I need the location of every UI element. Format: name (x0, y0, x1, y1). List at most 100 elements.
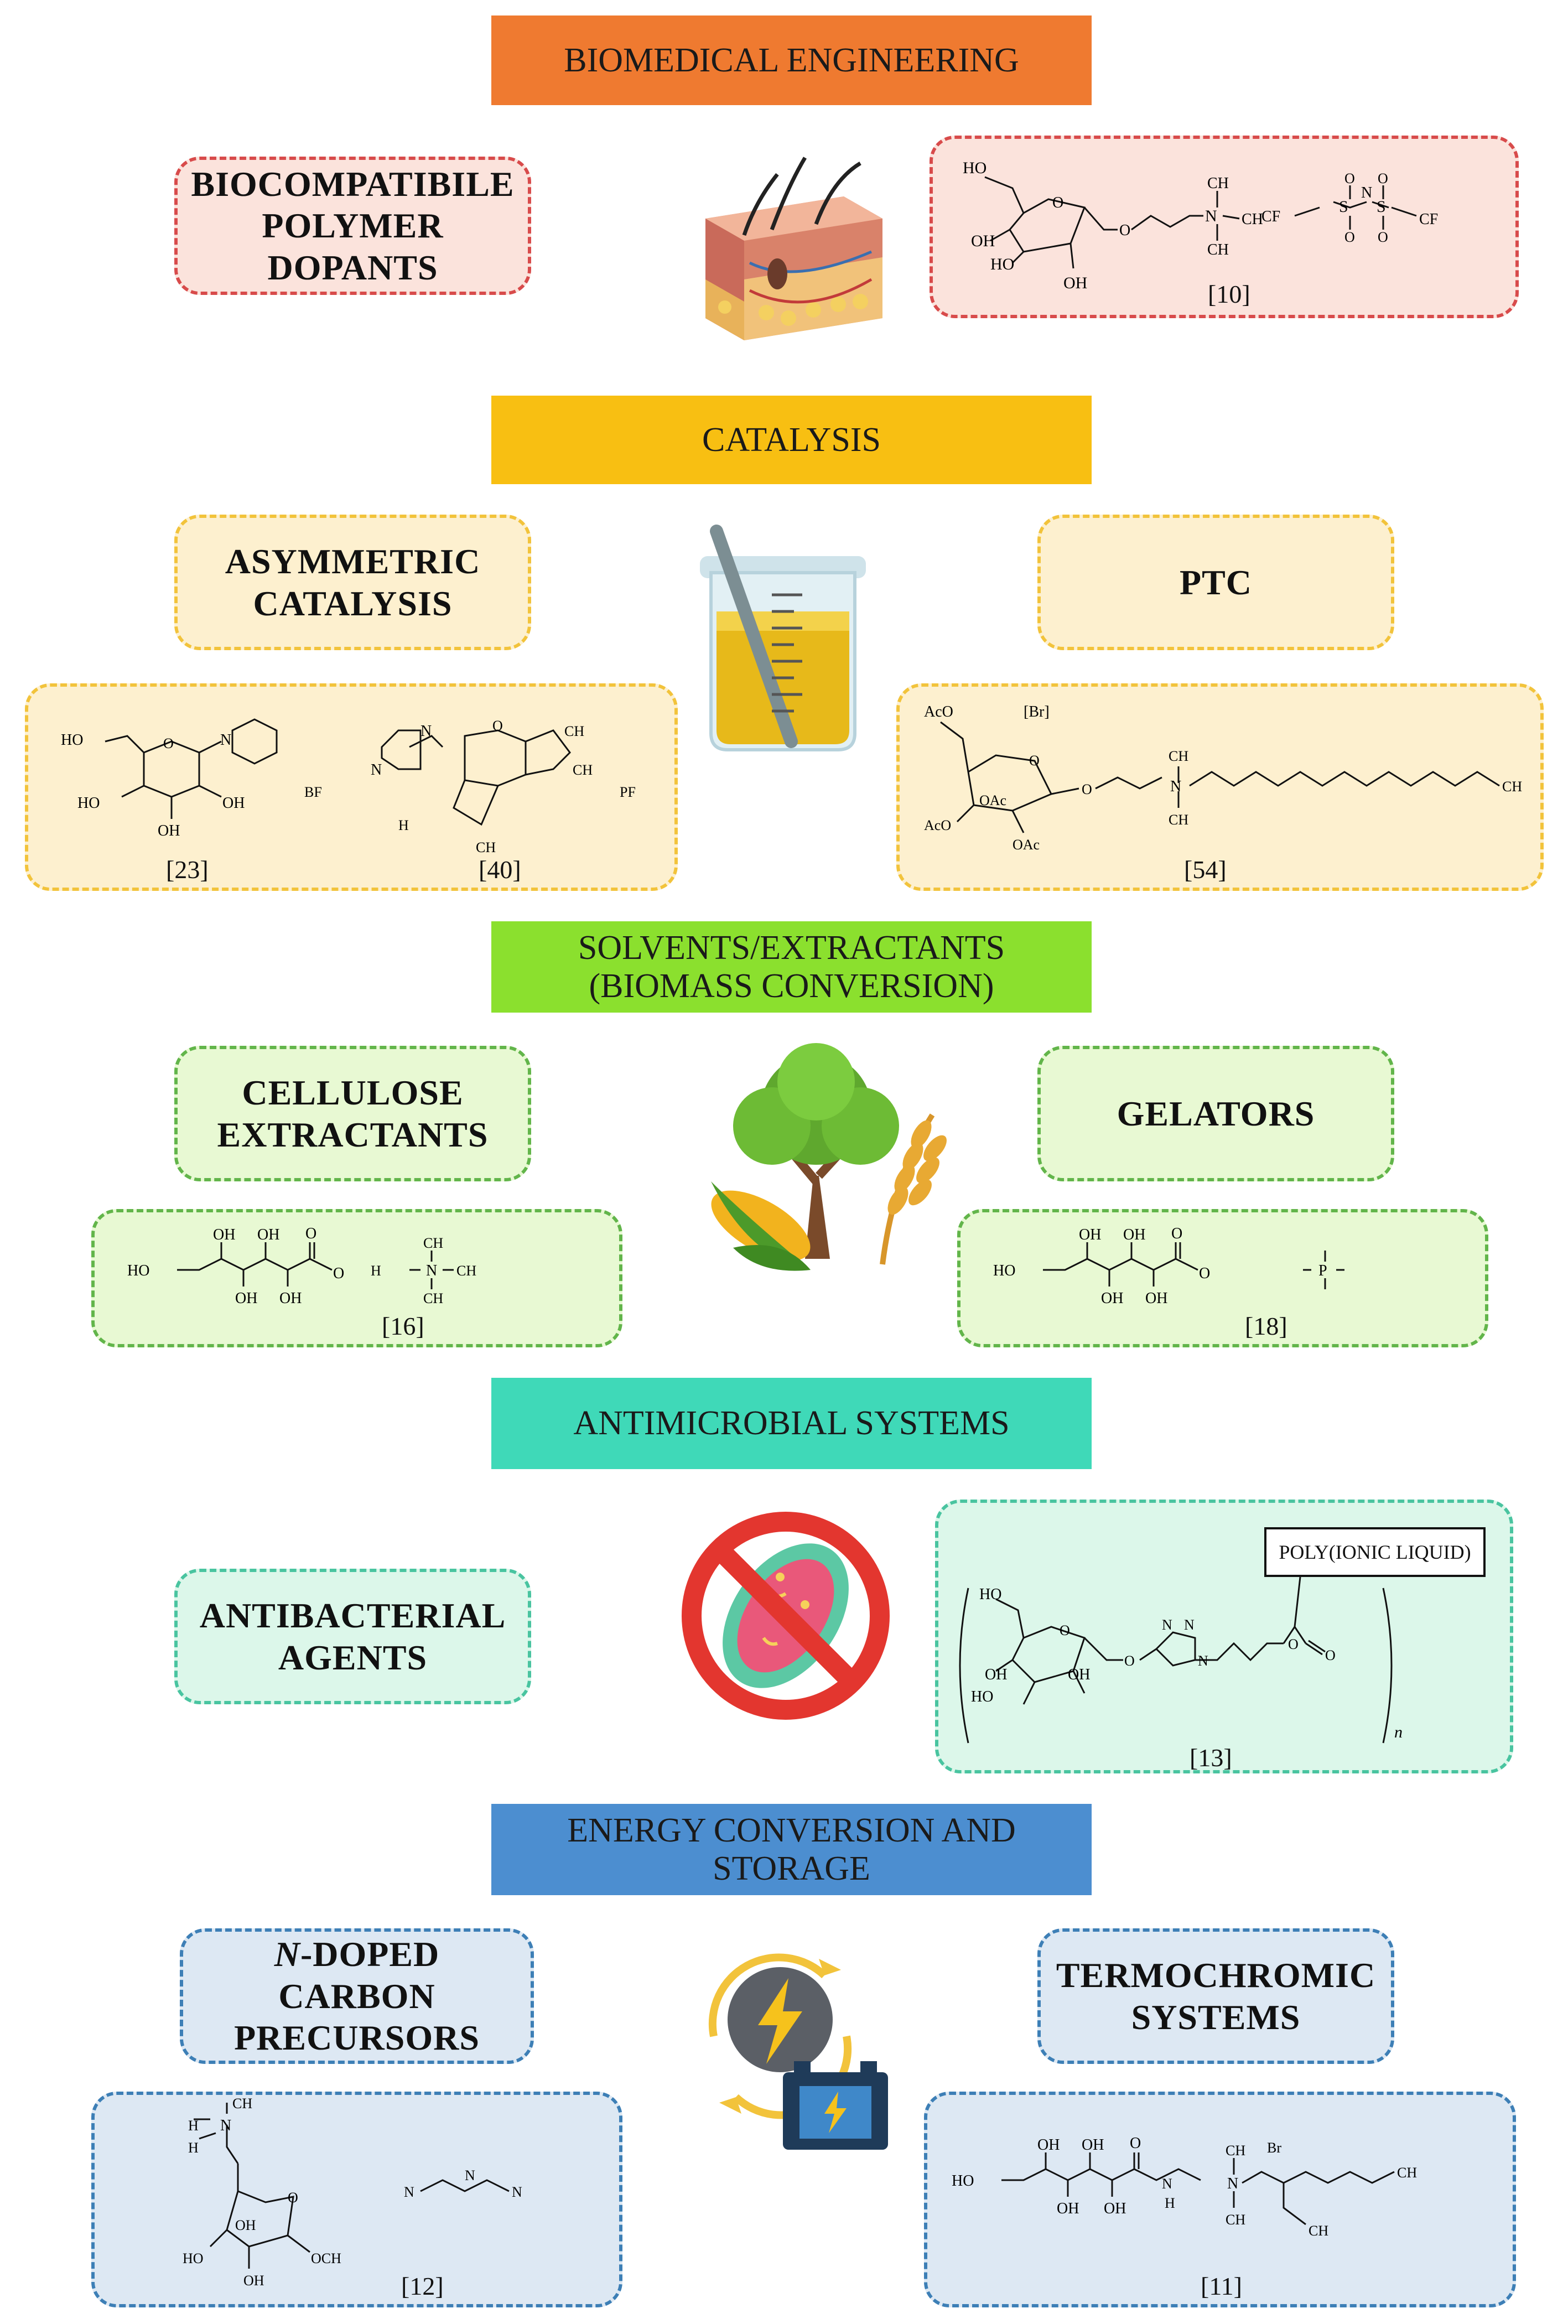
chem-label: OH (1104, 2200, 1126, 2217)
chem-label: OH (1082, 2136, 1104, 2154)
ref-10: [10] (1208, 280, 1250, 308)
structure-acetylated-glycoside-ammonium: AcO [Br] O OAc AcO OAc O N CH CH CH (924, 703, 1522, 853)
chem-label: CH (1169, 812, 1188, 828)
chem-label: H (188, 2118, 199, 2134)
ref-12: [12] (401, 2272, 444, 2300)
chem-label: O (1378, 170, 1388, 186)
chem-label: n (1394, 1723, 1403, 1741)
chem-label: OH (213, 1226, 235, 1243)
chem-label: OH (158, 822, 180, 839)
banner-biomedical-text: BIOMEDICAL ENGINEERING (564, 41, 1019, 79)
chem-label: O (1325, 1647, 1336, 1663)
chem-label: O (492, 718, 503, 734)
chem-label: OH (257, 1226, 279, 1243)
chem-label: OH (243, 2273, 264, 2289)
chem-label: OH (1079, 1226, 1101, 1243)
banner-line: SOLVENTS/EXTRACTANTS (578, 929, 1005, 967)
chem-label: OH (1145, 1290, 1167, 1307)
chem-label: N (1205, 207, 1217, 225)
banner-solvents-extractants: SOLVENTS/EXTRACTANTS (BIOMASS CONVERSION… (491, 921, 1092, 1013)
chem-label: HO (952, 2172, 974, 2190)
chem-label: O (1344, 229, 1355, 245)
antibacterial-agents-box: ANTIBACTERIAL AGENTS (174, 1569, 531, 1704)
chem-label: O (1124, 1653, 1135, 1669)
n-doped-carbon-precursors-box: N-DOPED CARBON PRECURSORS (180, 1928, 534, 2064)
banner-energy-conversion: ENERGY CONVERSION AND STORAGE (491, 1804, 1092, 1895)
chem-label: N (220, 2117, 231, 2134)
ref-54: [54] (1184, 855, 1227, 884)
chem-label: N (1184, 1617, 1195, 1633)
chem-label: HO (990, 255, 1014, 273)
label-line: CATALYSIS (253, 583, 453, 623)
cellulose-extractants-box: CELLULOSE EXTRACTANTS (174, 1046, 531, 1181)
label-line: EXTRACTANTS (217, 1114, 489, 1154)
chem-label: OH (1057, 2200, 1079, 2217)
structure-box-54 (896, 683, 1544, 891)
banner-line: ENERGY CONVERSION AND (567, 1812, 1016, 1850)
structure-box-11 (924, 2092, 1516, 2307)
chem-label: N (404, 2184, 414, 2200)
skin-icon (705, 157, 882, 340)
chem-label: OH (1068, 1666, 1090, 1683)
banner-biomedical-engineering: BIOMEDICAL ENGINEERING (491, 15, 1092, 105)
no-bacteria-icon (682, 1512, 890, 1720)
chem-label: O (1344, 170, 1355, 186)
label-line: DOPANTS (267, 247, 438, 287)
chem-label: N (1227, 2175, 1238, 2192)
structure-box-23-40 (25, 683, 678, 891)
chem-label: H (398, 817, 409, 833)
chem-label: N (1162, 1617, 1172, 1633)
chem-label: O (333, 1265, 344, 1282)
chem-label: H (1165, 2195, 1175, 2211)
label-line: AGENTS (278, 1637, 428, 1677)
chem-label: CH (456, 1263, 476, 1279)
structure-glycoside-ammonium-ntf2: HO O OH HO OH O N CH CH CH CF S N S O O … (963, 159, 1438, 292)
structure-box-10 (930, 136, 1519, 318)
label-line: BIOCOMPATIBILE (191, 164, 515, 204)
chem-label: O (1199, 1265, 1210, 1282)
chem-label: OH (971, 232, 995, 250)
tree-corn-wheat-icon (711, 1043, 947, 1271)
chem-label: CH (1502, 779, 1522, 795)
chem-label: O (1378, 229, 1388, 245)
structure-box-16 (91, 1209, 622, 1347)
chem-label: CH (1242, 211, 1263, 228)
chem-label: CH (573, 762, 593, 778)
chem-label: HO (77, 795, 100, 812)
chem-label: O (1171, 1225, 1182, 1242)
chem-label: OH (1101, 1290, 1123, 1307)
chem-label: OH (235, 1290, 257, 1307)
label-line: N-DOPED (274, 1933, 440, 1975)
chem-label: BF (304, 784, 322, 800)
chem-label: CH (1226, 2212, 1245, 2228)
banner-line: STORAGE (713, 1849, 870, 1887)
chem-label: OH (1123, 1226, 1145, 1243)
label-line: ANTIBACTERIAL (199, 1595, 506, 1635)
poly-ionic-liquid-label-box: POLY(IONIC LIQUID) (1264, 1527, 1486, 1577)
chem-label: N (1162, 2176, 1172, 2192)
chem-label: OH (1063, 274, 1087, 292)
ptc-box: PTC (1037, 515, 1394, 650)
banner-antimicrobial-text: ANTIMICROBIAL SYSTEMS (573, 1404, 1010, 1443)
chem-label: Br (1267, 2140, 1281, 2156)
ref-18: [18] (1245, 1312, 1287, 1340)
chem-label: H (371, 1263, 381, 1279)
chem-label: CH (423, 1235, 443, 1251)
chem-label: P (1318, 1262, 1327, 1279)
chem-label: N (420, 723, 432, 740)
chem-label: OH (1037, 2136, 1060, 2154)
chem-label: HO (963, 159, 987, 177)
banner-antimicrobial-systems: ANTIMICROBIAL SYSTEMS (491, 1378, 1092, 1469)
lightning-battery-icon (708, 1953, 888, 2150)
label-line: PTC (1180, 562, 1252, 602)
ref-23: [23] (166, 855, 209, 884)
chem-label: HO (127, 1262, 149, 1279)
chem-label: N (1361, 184, 1372, 201)
ref-16: [16] (382, 1312, 424, 1340)
chem-label: H (188, 2140, 199, 2156)
chem-label: [Br] (1024, 703, 1050, 720)
label-line-rest: -DOPED (300, 1934, 440, 1974)
chem-label: N (465, 2167, 475, 2183)
chem-label: O (1130, 2135, 1141, 2152)
structure-ammonium-glycoside-dicyanamide: H N CH H O OH HO OH OCH N N N (183, 2097, 522, 2289)
